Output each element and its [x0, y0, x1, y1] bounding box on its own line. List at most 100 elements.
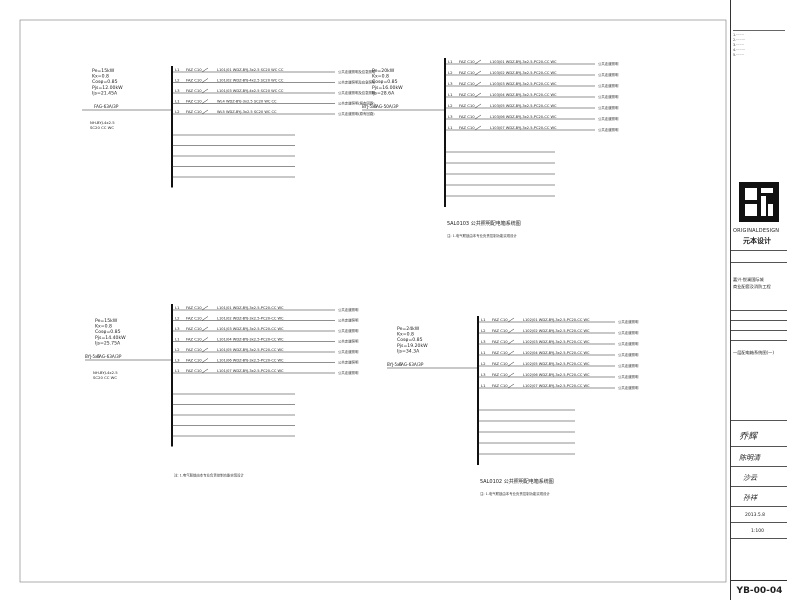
cable-label: L101/02 WDZ-BYJ-3x2.5-PC20-CC WC — [217, 317, 284, 321]
breaker-symbol — [201, 109, 209, 115]
circuit-use-label: 公共走道照明 — [338, 360, 359, 365]
circuit-use-label: 公共走道照明 — [618, 330, 639, 335]
breaker-symbol — [474, 114, 482, 120]
diagram-note: 注: 1.电气联锁由本专业负责控制功能实现设计 — [174, 473, 244, 478]
signature-1: 乔辉 — [739, 432, 758, 442]
signature-2: 陈明清 — [739, 454, 760, 462]
breaker-label: FAZ C10 — [186, 316, 202, 321]
diagram-title: 5AL0103 公共照明配电箱系统图 — [447, 220, 521, 227]
phase-label: L3 — [175, 88, 180, 93]
breaker-symbol — [201, 316, 209, 321]
phase-label: L2 — [175, 316, 180, 321]
cable-label: L102/02 WDZ-BYJ-3x2.5-PC20-CC WC — [523, 329, 590, 333]
tb-row-c — [731, 320, 787, 330]
company-logo-icon — [739, 182, 779, 222]
param-text: Pjs=12.00kW — [92, 85, 123, 91]
tb-row-a — [731, 250, 787, 262]
diagram-note: 注: 1.电气联锁由本专业负责控制功能实现设计 — [480, 491, 550, 496]
cable-label: L103/02 WDZ-BYJ-3x2.5-PC20-CC WC — [490, 71, 557, 75]
cable-label: L101/07 WDZ-BYJ-3x2.5-PC20-CC WC — [217, 369, 284, 373]
param-text: Kx=0.8 — [95, 324, 112, 330]
circuit-use-label: 公共走道照明 — [338, 307, 359, 312]
tb-row-sign3: 沙云 — [731, 466, 787, 486]
cable-label: L101/03 WDZ-BYJ-3x2.5-PC20-CC WC — [217, 327, 284, 331]
cable-label: WL4 WDZ-BYJ-3x2.5 SC20 WC CC — [217, 100, 277, 104]
diagram-d3: Pe=15kWKx=0.8Cosφ=0.85Pjs=14.40kWIjs=25.… — [85, 304, 359, 478]
feeder-label: BYJ-5x6 — [387, 362, 402, 367]
breaker-symbol — [474, 70, 482, 76]
cable-label: L101/04 WDZ-BYJ-3x2.5-PC20-CC WC — [217, 338, 284, 342]
phase-label: L1 — [481, 317, 486, 322]
phase-label: L2 — [448, 70, 453, 75]
phase-label: L3 — [175, 326, 180, 331]
cable-label: L103/06 WDZ-BYJ-3x2.5-PC20-CC WC — [490, 115, 557, 119]
breaker-symbol — [201, 326, 209, 332]
phase-label: L1 — [175, 67, 180, 72]
cable-label: L101/03 WDZ-BYJ-4x2.5 SC20 WC CC — [217, 89, 284, 93]
incoming-cable-label: SC20 CC WC — [93, 375, 117, 380]
phase-label: L3 — [175, 358, 180, 363]
circuit-use-label: 公共走道照明 — [598, 105, 619, 110]
breaker-label: FAZ C10 — [492, 317, 508, 322]
phase-label: L1 — [481, 350, 486, 355]
phase-label: L2 — [448, 103, 453, 108]
param-text: Cosφ=0.85 — [397, 337, 423, 343]
param-text: Kx=0.8 — [372, 74, 389, 80]
tb-row-sign4: 孙祥 — [731, 486, 787, 506]
circuit-use-label: 公共走道照明(原有回路) — [338, 111, 375, 116]
breaker-symbol — [201, 368, 209, 374]
company-logo-text: ORIGINALDESIGN — [733, 228, 780, 234]
feeder-label: BYJ-5x6 — [85, 354, 100, 359]
cable-label: L103/01 WDZ-BYJ-3x2.5-PC20-CC WC — [490, 60, 557, 64]
drawing-scale: 1:100 — [751, 529, 764, 534]
phase-label: L1 — [448, 59, 453, 64]
breaker-symbol — [474, 92, 482, 98]
circuit-use-label: 公共走道照明 — [618, 385, 639, 390]
breaker-label: FAZ C10 — [186, 109, 202, 114]
diagram-d4: Pe=24kWKx=0.8Cosφ=0.85Pjs=19.20kWIjs=34.… — [387, 316, 639, 496]
param-text: Pe=15kW — [95, 318, 118, 324]
main-switch-label: FAG-63A/3P — [97, 354, 122, 359]
circuit-use-label: 公共走道照明 — [338, 339, 359, 344]
phase-label: L1 — [448, 92, 453, 97]
phase-label: L3 — [448, 114, 453, 119]
cable-label: L102/05 WDZ-BYJ-3x2.5-PC20-CC WC — [523, 362, 590, 366]
breaker-label: FAZ C10 — [186, 99, 202, 104]
circuit-use-label: 公共走道照明及应急照明 — [338, 69, 376, 74]
main-switch-label: FAG-63A/3P — [399, 362, 424, 367]
breaker-label: FAZ C10 — [492, 372, 508, 377]
phase-label: L2 — [175, 347, 180, 352]
drawing-date: 2013.5.8 — [745, 513, 766, 518]
param-text: Pe=15kW — [92, 68, 115, 74]
breaker-label: FAZ C10 — [186, 78, 202, 83]
phase-label: L2 — [175, 109, 180, 114]
param-text: Ijs=21.45A — [92, 90, 118, 96]
param-text: Cosφ=0.85 — [95, 329, 121, 335]
breaker-label: FAZ C10 — [459, 114, 475, 119]
param-text: Pjs=16.00kW — [372, 85, 403, 91]
schematic-canvas: Pe=15kWKx=0.8Cosφ=0.85Pjs=12.00kWIjs=21.… — [19, 19, 727, 583]
circuit-use-label: 公共走道照明(原有回路) — [338, 101, 375, 106]
circuit-use-label: 公共走道照明 — [618, 374, 639, 379]
circuit-use-label: 公共走道照明 — [618, 352, 639, 357]
phase-label: L1 — [481, 383, 486, 388]
breaker-label: FAZ C10 — [186, 347, 202, 352]
param-text: Ijs=25.75A — [95, 340, 121, 346]
breaker-label: FAZ C10 — [459, 125, 475, 130]
tb-row-date: 2013.5.8 — [731, 506, 787, 522]
param-text: Pe=20kW — [372, 68, 395, 74]
phase-label: L1 — [175, 337, 180, 342]
cable-label: L102/01 WDZ-BYJ-3x2.5-PC20-CC WC — [523, 318, 590, 322]
phase-label: L2 — [481, 361, 486, 366]
cable-label: L101/01 WDZ-BYJ-3x2.5-PC20-CC WC — [217, 306, 284, 310]
breaker-label: FAZ C10 — [492, 361, 508, 366]
phase-label: L1 — [175, 368, 180, 373]
breaker-label: FAZ C10 — [186, 88, 202, 93]
breaker-symbol — [507, 339, 515, 345]
breaker-label: FAZ C10 — [186, 337, 202, 342]
cable-label: L101/05 WDZ-BYJ-3x2.5-PC20-CC WC — [217, 348, 284, 352]
breaker-symbol — [507, 361, 515, 367]
phase-label: L1 — [175, 99, 180, 104]
signature-4: 孙祥 — [743, 494, 757, 502]
